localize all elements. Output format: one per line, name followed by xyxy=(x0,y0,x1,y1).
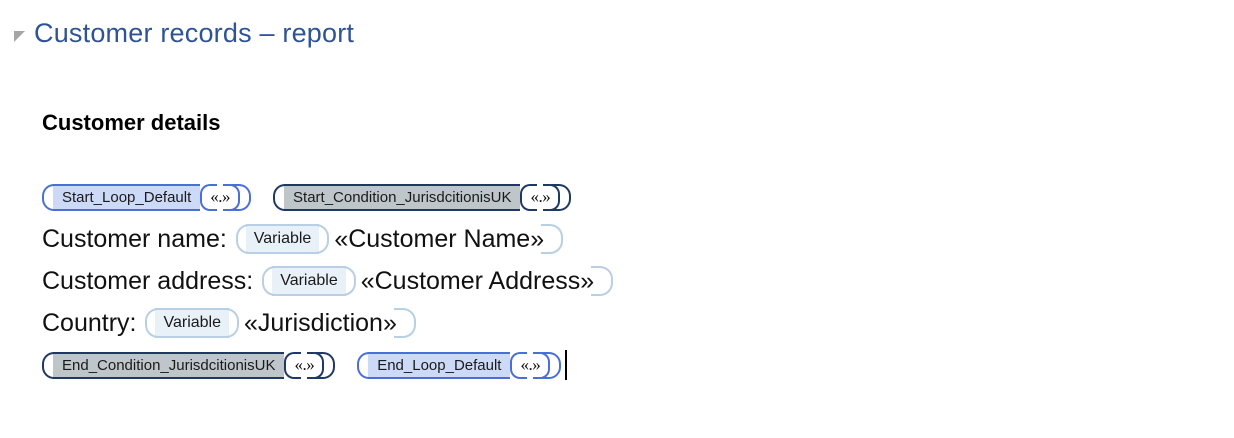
field-label-customer-name: Customer name: xyxy=(42,224,227,253)
bracket-close-icon xyxy=(393,308,416,338)
bracket-open-icon xyxy=(273,183,294,211)
bracket-open-icon xyxy=(42,183,62,211)
bracket-close-icon xyxy=(220,308,239,338)
field-row-country: Country: Variable «Jurisdiction» xyxy=(42,302,1192,344)
text-cursor xyxy=(565,350,568,380)
content-control-start-loop-default[interactable]: Start_Loop_Default «.» xyxy=(42,183,252,211)
field-label-country: Country: xyxy=(42,308,137,337)
bracket-open-icon xyxy=(357,351,378,379)
inner-bracket-open-icon xyxy=(520,183,538,211)
variable-control-label: Variable xyxy=(245,224,320,254)
variable-control-label: Variable xyxy=(272,266,346,296)
bracket-close-icon xyxy=(231,183,252,211)
content-control-row-start: Start_Loop_Default «.» Start_Condition_J… xyxy=(42,176,1192,218)
page-title[interactable]: Customer records – report xyxy=(34,18,355,48)
content-control-row-end: End_Condition_JurisdcitionisUK «.» End_L… xyxy=(42,344,1192,386)
field-row-customer-address: Customer address: Variable «Customer Add… xyxy=(42,260,1192,302)
collapse-triangle-icon[interactable] xyxy=(14,31,25,42)
variable-control-country[interactable]: Variable xyxy=(145,308,239,338)
content-control-start-condition-jurisdictionisuk[interactable]: Start_Condition_JurisdcitionisUK «.» xyxy=(273,183,572,211)
bracket-close-icon xyxy=(541,351,562,379)
inner-bracket-open-icon xyxy=(200,183,218,211)
content-control-end-condition-jurisdictionisuk[interactable]: End_Condition_JurisdcitionisUK «.» xyxy=(42,351,336,379)
bracket-open-icon xyxy=(262,266,282,296)
field-label-customer-address: Customer address: xyxy=(42,266,254,295)
field-row-customer-name: Customer name: Variable «Customer Name» xyxy=(42,218,1192,260)
document-heading-row: Customer records – report xyxy=(14,20,354,47)
document-body: Customer details Start_Loop_Default «.» … xyxy=(42,112,1192,386)
bracket-close-icon xyxy=(336,266,356,296)
bracket-open-icon xyxy=(235,224,255,254)
variable-control-label: Variable xyxy=(155,308,229,338)
field-value-customer-address[interactable]: «Customer Address» xyxy=(360,266,595,295)
bracket-close-icon xyxy=(551,183,572,211)
content-control-inner-placeholder[interactable]: «.» xyxy=(284,351,325,379)
inner-bracket-open-icon xyxy=(510,351,528,379)
content-control-label: End_Loop_Default xyxy=(368,351,511,379)
content-control-label: Start_Condition_JurisdcitionisUK xyxy=(284,183,521,211)
inner-bracket-open-icon xyxy=(284,351,302,379)
content-control-label: End_Condition_JurisdcitionisUK xyxy=(53,351,285,379)
bracket-close-icon xyxy=(591,266,614,296)
field-value-country[interactable]: «Jurisdiction» xyxy=(244,308,397,337)
section-title: Customer details xyxy=(42,110,221,135)
variable-control-customer-address[interactable]: Variable xyxy=(262,266,356,296)
bracket-open-icon xyxy=(42,351,62,379)
bracket-close-icon xyxy=(315,351,336,379)
field-value-customer-name[interactable]: «Customer Name» xyxy=(334,224,545,253)
bracket-open-icon xyxy=(145,308,165,338)
variable-control-customer-name[interactable]: Variable xyxy=(235,224,330,254)
content-control-end-loop-default[interactable]: End_Loop_Default «.» xyxy=(357,351,562,379)
bracket-close-icon xyxy=(541,224,564,254)
content-control-label: Start_Loop_Default xyxy=(53,183,201,211)
bracket-close-icon xyxy=(310,224,330,254)
